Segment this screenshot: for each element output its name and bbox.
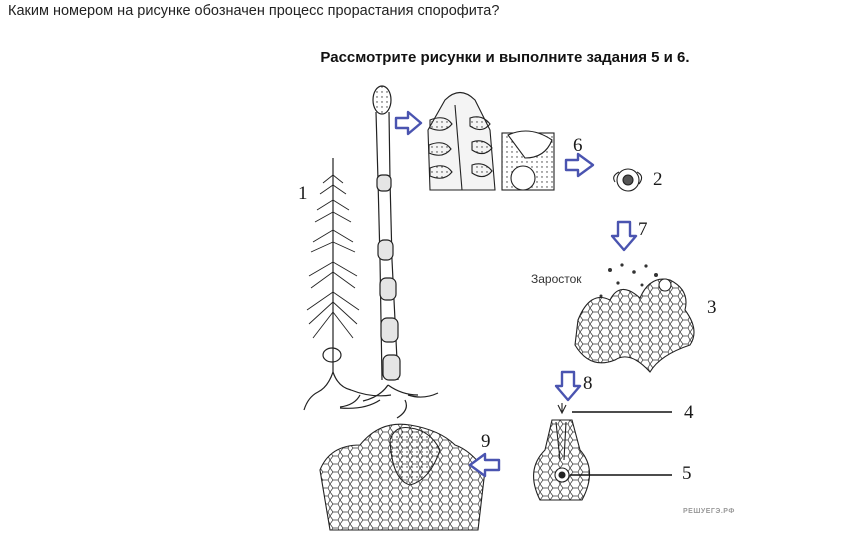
strobilus-section-drawing bbox=[427, 91, 496, 191]
arrow-to-strobilus bbox=[394, 110, 423, 136]
label-number-6: 6 bbox=[573, 135, 583, 156]
spore-drawing bbox=[613, 168, 643, 192]
arrow-8 bbox=[554, 370, 582, 402]
watermark: РЕШУЕГЭ.РФ bbox=[683, 508, 735, 515]
label-zarostok: Заросток bbox=[531, 272, 582, 286]
scattered-spores bbox=[599, 263, 658, 298]
fertile-shoot-drawing bbox=[339, 85, 439, 419]
label-number-7: 7 bbox=[638, 219, 648, 240]
label-number-2: 2 bbox=[653, 169, 663, 190]
label-number-1: 1 bbox=[298, 183, 308, 204]
archegonium-drawing bbox=[533, 403, 591, 501]
label-number-9: 9 bbox=[481, 431, 491, 452]
label-number-5: 5 bbox=[682, 463, 692, 484]
arrow-7 bbox=[610, 220, 638, 252]
process-arrows bbox=[394, 110, 638, 478]
vegetative-shoot-drawing bbox=[303, 158, 392, 411]
label-number-8: 8 bbox=[583, 373, 593, 394]
gametophyte-drawing bbox=[574, 278, 695, 373]
task-title: Рассмотрите рисунки и выполните задания … bbox=[320, 49, 690, 66]
label-number-3: 3 bbox=[707, 297, 717, 318]
question-text: Каким номером на рисунке обозначен проце… bbox=[8, 3, 500, 19]
arrow-6 bbox=[564, 152, 595, 178]
embryo-drawing bbox=[319, 423, 486, 531]
label-number-4: 4 bbox=[684, 402, 694, 423]
arrow-9 bbox=[468, 452, 501, 478]
sporangium-drawing bbox=[501, 130, 555, 191]
